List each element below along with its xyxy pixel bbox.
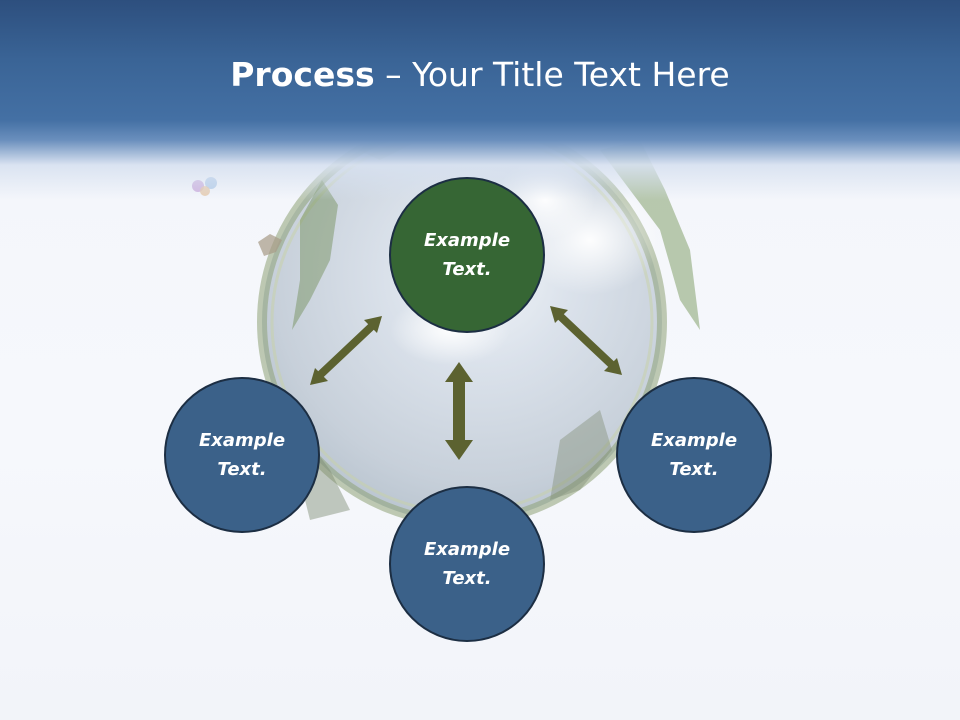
double-arrow-icon [550,306,622,375]
title-bold: Process [230,55,375,94]
double-arrow-icon [445,362,473,460]
process-node-top[interactable]: Example Text. [389,177,545,333]
node-label: Example Text. [423,230,511,280]
double-arrow-icon [310,316,382,385]
node-label: Example Text. [198,430,286,480]
node-label: Example Text. [423,539,511,589]
process-node-right[interactable]: Example Text. [616,377,772,533]
title-rest: – Your Title Text Here [374,55,730,94]
title-bar [0,0,960,200]
process-node-bottom[interactable]: Example Text. [389,486,545,642]
node-label: Example Text. [650,430,738,480]
process-node-left[interactable]: Example Text. [164,377,320,533]
page-title: Process – Your Title Text Here [0,52,960,98]
